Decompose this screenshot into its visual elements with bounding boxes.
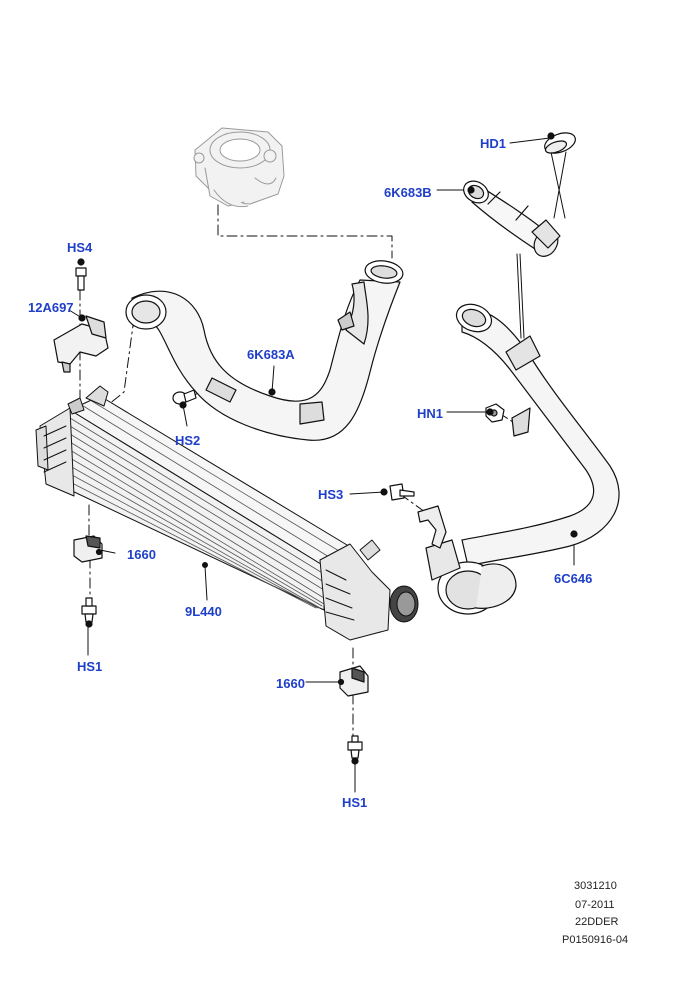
hose-icon [425,303,620,615]
mount-bush-icon [337,665,369,697]
callout-hs1-left[interactable]: HS1 [77,659,103,674]
footer-reference-number: 3031210 [574,880,617,892]
intercooler-icon [35,385,419,641]
callout-12a697[interactable]: 12A697 [28,300,74,315]
callout-1660-bottom[interactable]: 1660 [276,676,305,691]
callout-1660-left[interactable]: 1660 [127,547,156,562]
callout-hs4[interactable]: HS4 [67,240,93,255]
intercooler-fins [69,399,345,609]
bolt-icon [380,483,415,501]
callout-6k683b[interactable]: 6K683B [384,185,432,200]
footer-model-code: 22DDER [575,916,619,928]
callout-hn1[interactable]: HN1 [417,406,444,421]
mount-bush-icon [73,535,103,563]
callout-9l440[interactable]: 9L440 [185,604,222,619]
throttle-body-icon [193,127,285,208]
callout-hs2[interactable]: HS2 [175,433,201,448]
footer-date: 07-2011 [575,899,615,911]
clamp-icon [544,132,576,154]
callout-hd1[interactable]: HD1 [480,136,507,151]
bolt-icon [75,258,87,291]
callout-hs3[interactable]: HS3 [318,487,344,502]
callout-6c646[interactable]: 6C646 [554,571,593,586]
bolt-icon [172,389,197,409]
bolt-icon [347,735,363,765]
bracket-sensor-icon [417,505,447,549]
hose-icon [463,180,561,257]
hose-icon [125,260,404,441]
callout-hs1-bottom[interactable]: HS1 [342,795,368,810]
bolt-icon [81,597,97,628]
callout-6k683a[interactable]: 6K683A [247,347,295,362]
footer-drawing-number: P0150916-04 [562,934,629,946]
bracket-sensor-icon [53,314,109,373]
nut-icon [485,403,505,423]
